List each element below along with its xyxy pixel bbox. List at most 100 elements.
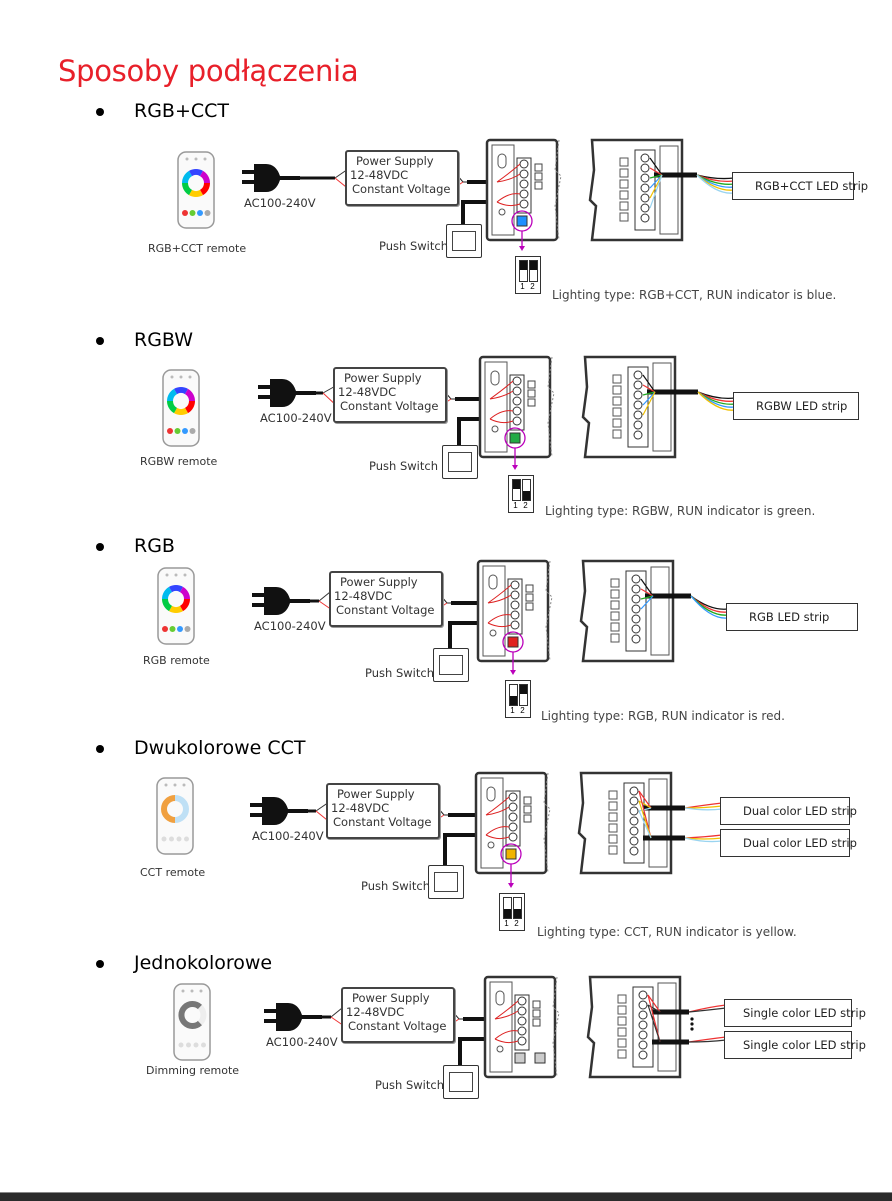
dip-switch-lever (520, 685, 527, 694)
remote-label: RGB+CCT remote (148, 242, 247, 255)
led-strip-label: Dual color LED strip (743, 836, 857, 850)
section-heading-text: RGBW (134, 329, 194, 351)
ac-plug-icon (252, 587, 336, 615)
controller-receiver-icon (474, 771, 551, 888)
push-switch-button (448, 452, 472, 472)
led-strip-label: RGB+CCT LED strip (755, 179, 869, 193)
power-supply-line: 12-48VDC (334, 589, 393, 603)
dip-switch-lever (520, 261, 527, 270)
remote-label: CCT remote (140, 866, 206, 879)
ac-voltage-label: AC100-240V (260, 411, 332, 425)
push-switch-icon (428, 865, 464, 899)
power-supply-line: Power Supply (337, 787, 415, 801)
controller-output-module-icon (586, 975, 682, 1079)
ac-plug-icon (250, 797, 333, 825)
ac-plug-icon (258, 379, 340, 409)
controller-receiver-icon (485, 138, 562, 251)
dip-switch-number: 1 (520, 282, 525, 291)
lighting-type-note: Lighting type: RGB+CCT, RUN indicator is… (552, 288, 837, 302)
led-strip-box: RGB+CCT LED strip (732, 172, 868, 200)
dip-switch-number: 1 (504, 919, 509, 928)
bullet-icon (96, 543, 104, 551)
power-supply-line: Power Supply (344, 371, 422, 385)
dip-switch-slot (513, 897, 522, 919)
dip-switch-number: 2 (514, 919, 519, 928)
section-heading-text: RGB+CCT (134, 100, 230, 122)
dip-switch-slot (509, 684, 518, 706)
controller-receiver-icon (476, 559, 553, 675)
bullet-icon (96, 960, 104, 968)
push-switch-label: Push Switch (369, 459, 438, 473)
page-title: Sposoby podłączenia (58, 54, 359, 88)
push-switch-button (434, 872, 458, 892)
dip-switch-number: 1 (510, 706, 515, 715)
bullet-icon (96, 337, 104, 345)
bullet-icon (96, 108, 104, 116)
dip-switch-lever (510, 696, 517, 705)
section-heading-text: Jednokolorowe (134, 952, 273, 974)
dip-switch-slot (522, 479, 531, 501)
lighting-type-note: Lighting type: RGB, RUN indicator is red… (541, 709, 785, 723)
dip-switch-lever (504, 909, 511, 918)
ac-voltage-label: AC100-240V (254, 619, 326, 633)
power-supply-line: Power Supply (356, 154, 434, 168)
dip-switch-lever (530, 261, 537, 270)
remote-control-icon (156, 777, 194, 855)
power-supply-line: Power Supply (340, 575, 418, 589)
bullet-icon (96, 745, 104, 753)
controller-output-module-icon (579, 559, 675, 663)
ac-voltage-label: AC100-240V (252, 829, 324, 843)
power-supply-line: Constant Voltage (352, 182, 451, 196)
lighting-type-note: Lighting type: RGBW, RUN indicator is gr… (545, 504, 816, 518)
controller-output-module-icon (577, 771, 673, 875)
diagram-graphics (162, 355, 736, 470)
power-supply-line: 12-48VDC (350, 168, 409, 182)
output-cable (638, 790, 723, 843)
remote-label: Dimming remote (146, 1064, 240, 1077)
section-heading-text: Dwukolorowe CCT (134, 737, 306, 759)
output-cable (640, 578, 729, 619)
led-strip-label: RGBW LED strip (756, 399, 848, 413)
led-strip-box: RGB LED strip (726, 603, 858, 631)
push-switch-button (449, 1072, 473, 1092)
dip-switch-lever (513, 480, 520, 489)
led-strip-box: RGBW LED strip (733, 392, 859, 420)
more-strips-ellipsis-icon (690, 1017, 694, 1031)
dip-switch-slot (512, 479, 521, 501)
push-switch-label: Push Switch (361, 879, 430, 893)
led-strip-box: Single color LED strip (724, 999, 866, 1027)
dip-switch-lever (523, 491, 530, 500)
led-strip-label: Dual color LED strip (743, 804, 857, 818)
power-supply-line: Constant Voltage (333, 815, 432, 829)
push-switch-icon (433, 648, 469, 682)
dip-switch-number: 2 (530, 282, 535, 291)
dip-switch-slot (519, 684, 528, 706)
dip-switch-number: 2 (523, 501, 528, 510)
push-switch-icon (446, 224, 482, 258)
controller-output-module-icon (588, 138, 684, 242)
power-supply-line: Power Supply (352, 991, 430, 1005)
remote-control-icon (177, 151, 215, 229)
controller-output-module-icon (581, 355, 677, 459)
power-supply-line: 12-48VDC (338, 385, 397, 399)
led-strip-box: Dual color LED strip (720, 797, 857, 825)
push-switch-button (439, 655, 463, 675)
remote-control-icon (173, 983, 211, 1061)
controller-receiver-icon (483, 975, 560, 1079)
ac-plug-icon (264, 1003, 348, 1031)
lighting-type-note: Lighting type: CCT, RUN indicator is yel… (537, 925, 797, 939)
output-cable (647, 994, 727, 1045)
remote-label: RGB remote (143, 654, 210, 667)
power-supply-line: Constant Voltage (336, 603, 435, 617)
push-switch-label: Push Switch (375, 1078, 444, 1092)
power-supply-line: 12-48VDC (346, 1005, 405, 1019)
push-switch-icon (442, 445, 478, 479)
